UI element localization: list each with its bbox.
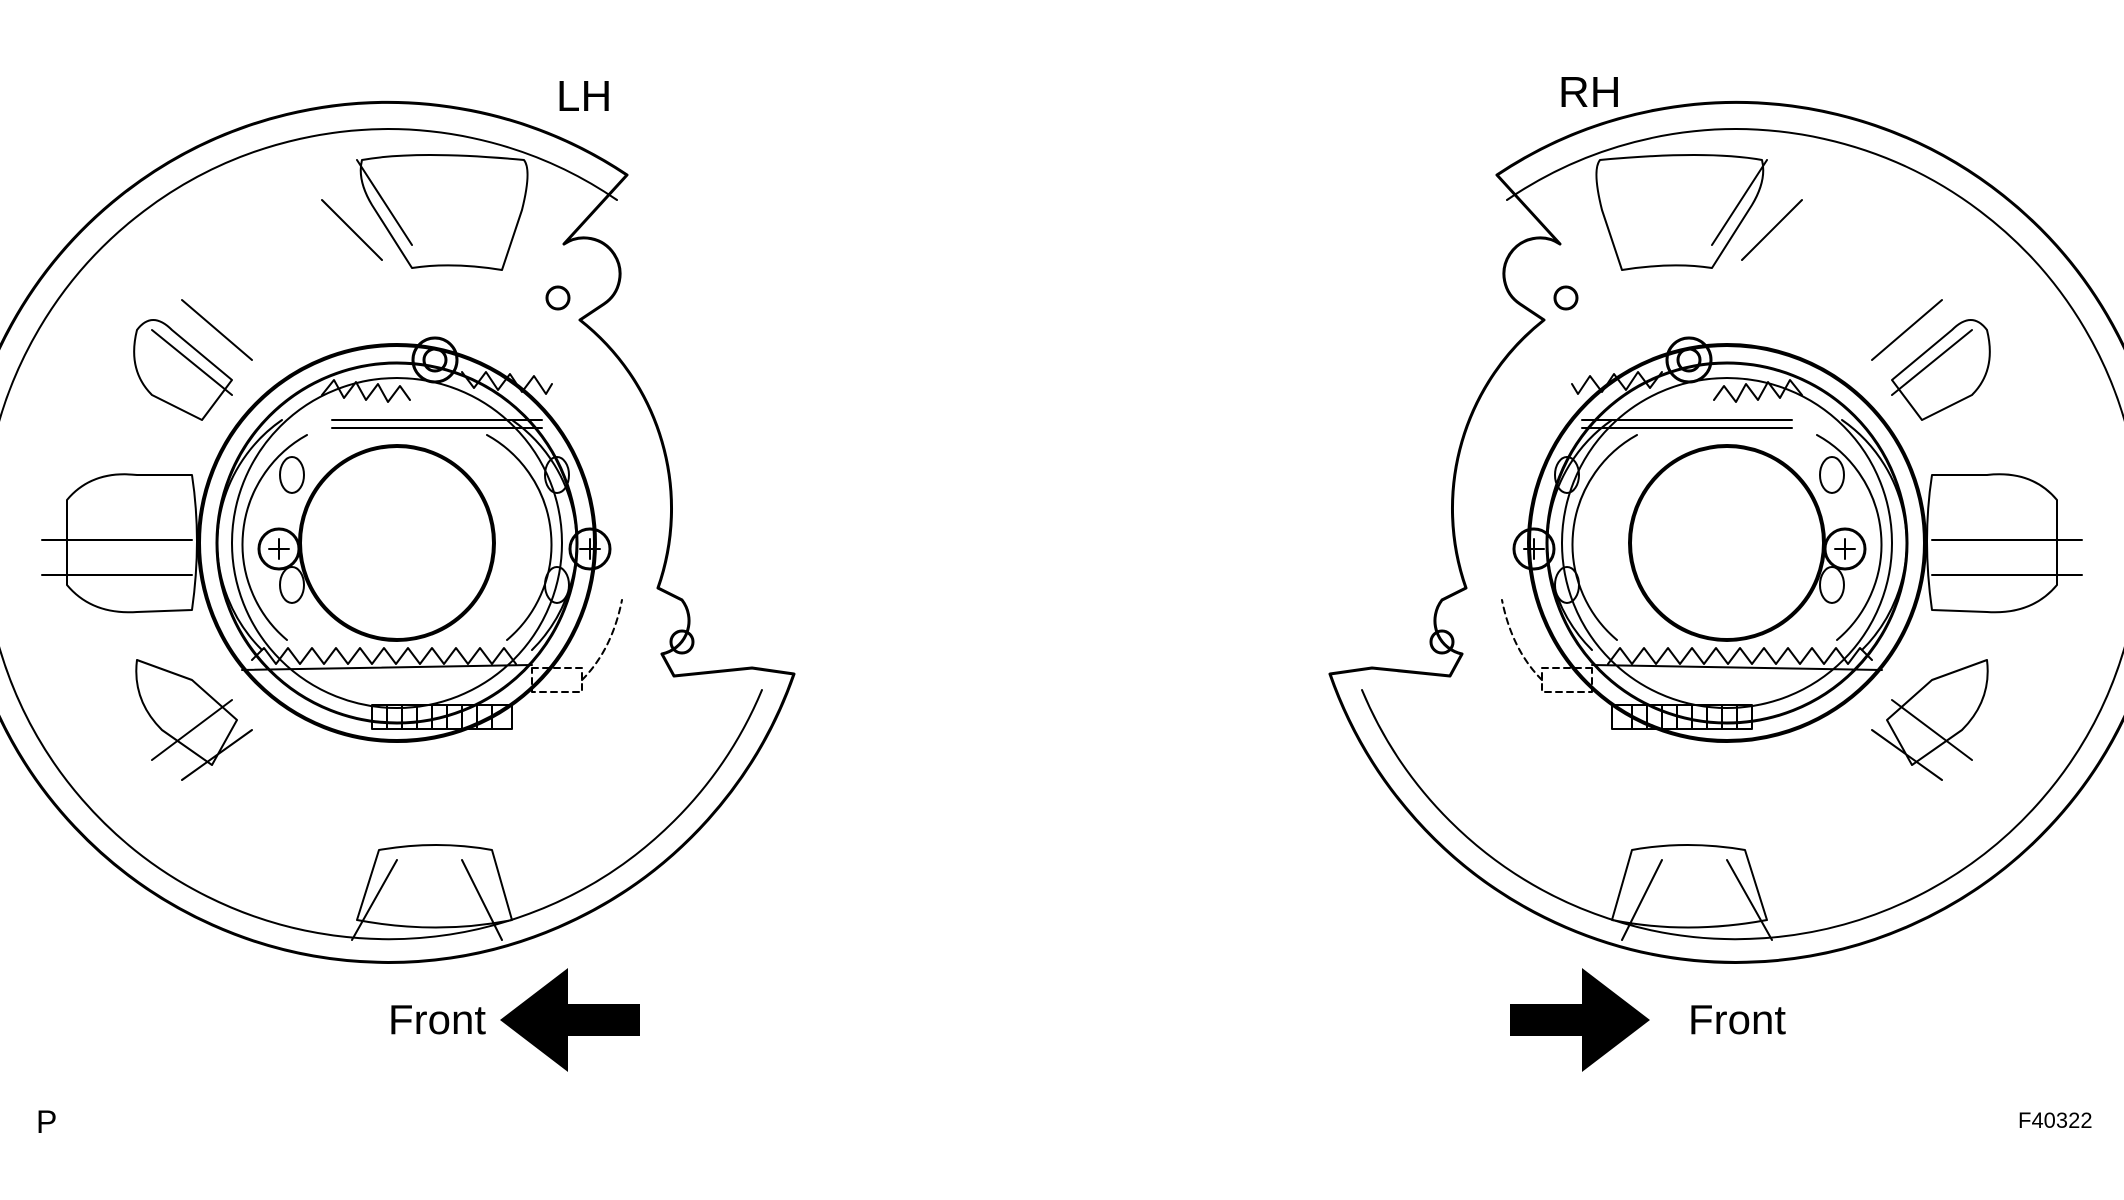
right-front-label: Front bbox=[1688, 996, 1787, 1043]
corner-left-code: P bbox=[36, 1104, 58, 1140]
lh-brake-assembly bbox=[0, 100, 796, 965]
rh-label: RH bbox=[1558, 68, 1622, 117]
arrow-right-icon bbox=[1510, 968, 1650, 1072]
arrow-left-icon bbox=[500, 968, 640, 1072]
figure-id: F40322 bbox=[2018, 1108, 2093, 1133]
lh-label: LH bbox=[556, 72, 613, 121]
left-front-label: Front bbox=[388, 996, 487, 1043]
rh-brake-assembly bbox=[1328, 100, 2124, 965]
